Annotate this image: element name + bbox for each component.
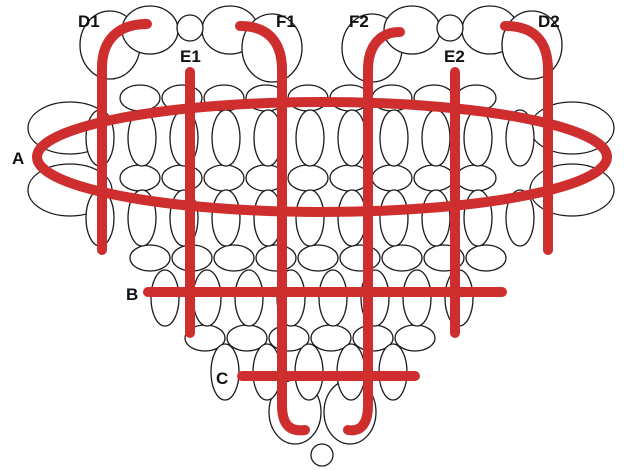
label-f2: F2 <box>349 12 369 31</box>
label-d1: D1 <box>78 12 100 31</box>
bead <box>129 244 171 272</box>
bead <box>318 269 348 327</box>
bead-network <box>27 5 615 467</box>
bead <box>381 244 423 272</box>
bead <box>161 164 203 192</box>
bead <box>339 244 381 272</box>
bead <box>379 109 409 167</box>
bead <box>295 189 325 247</box>
label-f1: F1 <box>276 12 296 31</box>
bead <box>192 269 222 327</box>
bead <box>234 269 264 327</box>
bead <box>421 189 451 247</box>
bead <box>150 269 180 327</box>
bead <box>287 164 329 192</box>
bead <box>297 244 339 272</box>
label-e2: E2 <box>444 47 465 66</box>
thread-path-d2 <box>500 21 553 255</box>
label-c: C <box>216 369 228 388</box>
labels: A B C D1 D2 E1 E2 F1 F2 <box>12 12 560 388</box>
bead <box>379 189 409 247</box>
bead <box>295 109 325 167</box>
bead <box>455 164 497 192</box>
bead <box>337 189 367 247</box>
label-b: B <box>126 285 138 304</box>
thread-paths <box>32 19 612 436</box>
bead <box>211 189 241 247</box>
bead <box>505 109 535 167</box>
bead <box>371 164 413 192</box>
bead <box>213 244 255 272</box>
bead <box>337 109 367 167</box>
bead <box>421 109 451 167</box>
small-bead <box>176 14 204 42</box>
small-bead <box>436 14 464 42</box>
small-bead <box>310 443 334 467</box>
bead <box>211 109 241 167</box>
bead <box>463 109 493 167</box>
label-d2: D2 <box>538 12 560 31</box>
thread-path-f1 <box>235 21 310 436</box>
bead <box>119 84 161 112</box>
thread-path-d1 <box>97 19 152 255</box>
bead <box>119 164 161 192</box>
bead <box>413 164 455 192</box>
thread-path-f2 <box>343 27 405 436</box>
bead <box>465 244 507 272</box>
bead <box>255 244 297 272</box>
label-a: A <box>12 149 24 168</box>
bead <box>402 269 432 327</box>
label-e1: E1 <box>180 47 201 66</box>
bead <box>203 164 245 192</box>
bead <box>505 189 535 247</box>
bead <box>394 324 436 352</box>
thread-loop-a <box>32 97 612 217</box>
